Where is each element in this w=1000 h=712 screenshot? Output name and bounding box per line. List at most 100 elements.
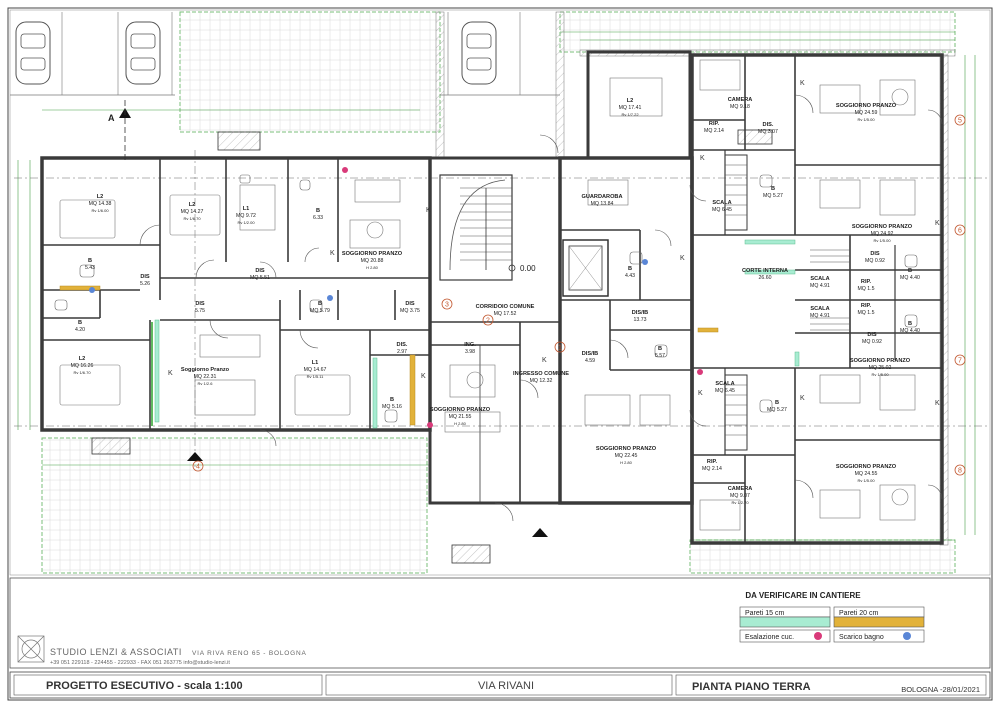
room-area: MQ 25.02 bbox=[869, 365, 892, 371]
garden-area-bottom-right bbox=[689, 539, 956, 574]
room-extra: Rv 1/5.00 bbox=[857, 478, 875, 483]
reference-number: 5 bbox=[958, 118, 962, 125]
room-area: 4.59 bbox=[585, 358, 595, 364]
esalazione-marker bbox=[697, 369, 703, 375]
room-area: MQ 17.52 bbox=[494, 311, 517, 317]
room-area: 26.60 bbox=[759, 275, 772, 281]
reference-circle bbox=[954, 114, 966, 126]
kitchen-marker: K bbox=[935, 220, 940, 227]
room-area: MQ 14.67 bbox=[304, 367, 327, 373]
boundary-wall bbox=[435, 11, 445, 158]
kitchen-marker: K bbox=[800, 80, 805, 87]
stair-courtyard bbox=[810, 249, 850, 331]
drawing-frame bbox=[9, 9, 991, 576]
room-name: L2 bbox=[79, 356, 86, 362]
drawing-title: PIANTA PIANO TERRA bbox=[692, 681, 811, 693]
entrance-marker-icon bbox=[187, 452, 203, 461]
room-area: 5.75 bbox=[195, 308, 205, 314]
room-name: SOGGIORNO PRANZO bbox=[852, 224, 913, 230]
room-name: B bbox=[390, 397, 394, 403]
reference-circle bbox=[954, 224, 966, 236]
reference-number: 3 bbox=[445, 302, 449, 309]
room-area: 5.43 bbox=[85, 265, 95, 271]
axis-lines bbox=[14, 150, 990, 470]
room-area: 4.43 bbox=[625, 273, 635, 279]
room-name: SOGGIORNO PRANZO bbox=[836, 103, 897, 109]
room-name: L1 bbox=[312, 360, 319, 366]
room-extra: Rv 1/5.00 bbox=[857, 117, 875, 122]
entrance-marker-icon bbox=[532, 528, 548, 537]
room-area: MQ 24.55 bbox=[855, 471, 878, 477]
kitchen-marker: K bbox=[935, 400, 940, 407]
studio-name: STUDIO LENZI & ASSOCIATI bbox=[50, 647, 182, 657]
room-name: SOGGIORNO PRANZO bbox=[850, 358, 911, 364]
room-name: B bbox=[908, 321, 912, 327]
reference-circle bbox=[441, 298, 453, 310]
room-name: L2 bbox=[627, 98, 634, 104]
room-extra: Rv 1/5.00 bbox=[871, 372, 889, 377]
room-area: MQ 21.55 bbox=[449, 414, 472, 420]
room-area: MQ 5.51 bbox=[250, 275, 270, 281]
room-extra: Rv 1/5.11 bbox=[307, 374, 325, 379]
room-name: B bbox=[88, 258, 92, 264]
wall-20cm bbox=[59, 285, 101, 291]
room-area: 5.57 bbox=[655, 353, 665, 359]
room-area: MQ 4.91 bbox=[810, 313, 830, 319]
reference-number: 1 bbox=[558, 345, 562, 352]
reference-circle bbox=[954, 464, 966, 476]
room-name: SOGGIORNO PRANZO bbox=[342, 251, 403, 257]
grate bbox=[737, 129, 773, 145]
room-extra: Rv 1/6.70 bbox=[73, 370, 91, 375]
parking-area bbox=[10, 12, 560, 96]
car-icon bbox=[15, 21, 51, 85]
room-name: RIP. bbox=[861, 279, 872, 285]
legend-label-20cm: Pareti 20 cm bbox=[839, 610, 878, 617]
esalazione-icon bbox=[814, 632, 822, 640]
room-name: DIS bbox=[870, 251, 880, 257]
room-area: MQ 22.45 bbox=[615, 453, 638, 459]
wall-15cm bbox=[744, 269, 796, 275]
furniture bbox=[59, 59, 916, 531]
legend-swatch-20cm bbox=[833, 616, 925, 628]
room-area: MQ 17.41 bbox=[619, 105, 642, 111]
sheet-border bbox=[7, 7, 993, 701]
legend-label-scarico: Scarico bagno bbox=[839, 634, 884, 641]
reference-number: 7 bbox=[958, 358, 962, 365]
room-name: DIS bbox=[140, 274, 150, 280]
room-name: B bbox=[658, 346, 662, 352]
room-name: B bbox=[628, 266, 632, 272]
room-area: MQ 5.79 bbox=[310, 308, 330, 314]
room-name: CAMERA bbox=[728, 486, 753, 492]
car-icon bbox=[461, 21, 497, 85]
room-extra: Rv 1/5.00 bbox=[873, 238, 891, 243]
room-name: B bbox=[908, 268, 912, 274]
garden-area-bottom-left bbox=[41, 437, 428, 574]
room-area: 13.73 bbox=[634, 317, 647, 323]
room-name: SCALA bbox=[715, 381, 734, 387]
studio-contacts: +39 051 229118 - 224455 - 222933 - FAX 0… bbox=[50, 660, 230, 666]
room-area: MQ 0.92 bbox=[862, 339, 882, 345]
esalazione-marker bbox=[342, 167, 348, 173]
project-phase: PROGETTO ESECUTIVO - scala 1:100 bbox=[46, 680, 243, 692]
dimension-lines bbox=[17, 31, 976, 541]
room-name: B bbox=[318, 301, 322, 307]
wall-15cm bbox=[794, 351, 800, 367]
room-area: MQ 14.27 bbox=[181, 209, 204, 215]
room-area: MQ 4.40 bbox=[900, 275, 920, 281]
legend-label-esalazione: Esalazione cuc. bbox=[745, 634, 794, 641]
scarico-bagno-icon bbox=[903, 632, 911, 640]
kitchen-marker: K bbox=[330, 250, 335, 257]
room-name: B bbox=[771, 186, 775, 192]
legend-title: DA VERIFICARE IN CANTIERE bbox=[745, 591, 861, 600]
wall-15cm bbox=[154, 319, 160, 423]
room-area: MQ 0.92 bbox=[865, 258, 885, 264]
room-area: MQ 3.75 bbox=[400, 308, 420, 314]
reference-number: 2 bbox=[486, 318, 490, 325]
room-name: INGRESSO COMUNE bbox=[513, 371, 569, 377]
room-area: MQ 14.38 bbox=[89, 201, 112, 207]
room-name: DIS bbox=[255, 268, 265, 274]
legend-label-15cm: Pareti 15 cm bbox=[745, 610, 784, 617]
